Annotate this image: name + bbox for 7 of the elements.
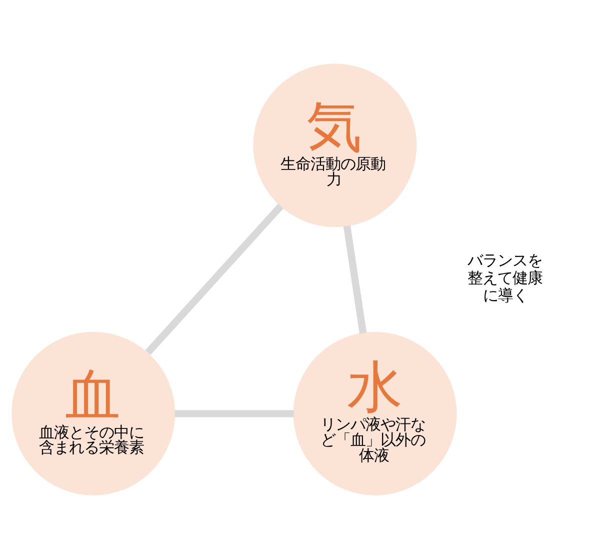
label: バランスを整えて健康に導く [468,251,543,304]
node-circle: 血 血液とその中に含まれる栄養素 [12,331,176,495]
connector [174,410,294,417]
node-circle: 気 生命活動の原動力 [253,63,417,227]
connector [145,203,284,355]
node-circle: 水 リンパ液や汗など「血」以外の体液 [293,331,457,495]
connector [343,224,367,334]
